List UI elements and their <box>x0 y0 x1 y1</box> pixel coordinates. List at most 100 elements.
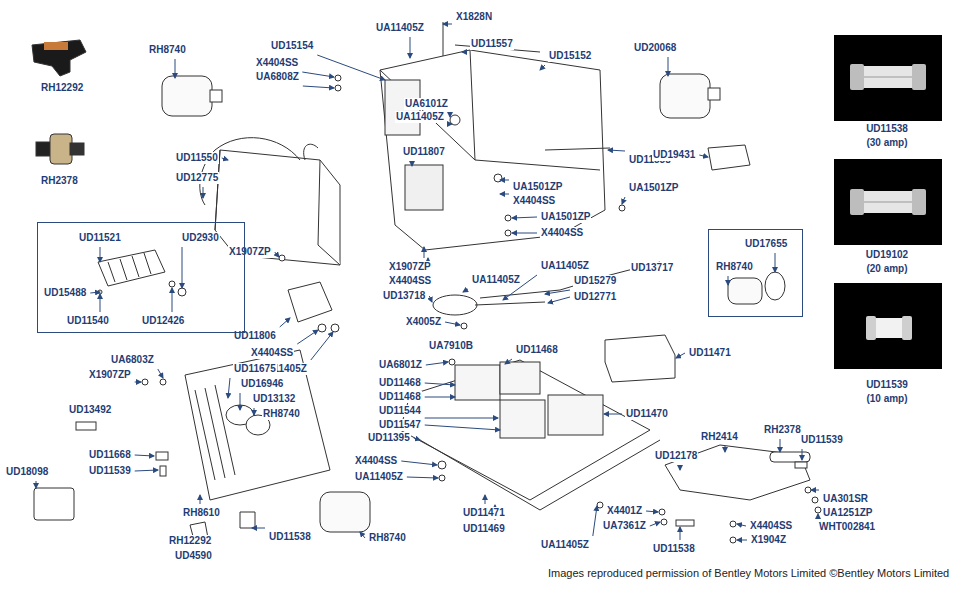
leader-line <box>412 161 413 166</box>
leader-line <box>222 158 228 160</box>
part-number: RH2378 <box>763 424 802 436</box>
leader-line <box>429 296 432 302</box>
leader-line <box>425 397 455 398</box>
part-number: UD19431 <box>652 149 696 161</box>
part-number: UD11538 <box>652 543 696 555</box>
part-number: RH8740 <box>715 261 754 273</box>
part-number: X4404SS <box>512 195 556 207</box>
leader-line <box>608 150 625 151</box>
leader-line <box>90 292 100 293</box>
leader-line <box>548 297 570 303</box>
part-number: UA1251ZP <box>822 507 873 519</box>
parts-group-box: UD11521UD2930UD15488UD11540UD12426 <box>37 222 245 333</box>
part-number: UA7361Z <box>602 520 647 532</box>
leader-line <box>135 382 141 383</box>
leader-line <box>622 197 625 204</box>
leader-line <box>505 359 512 364</box>
leader-line <box>311 332 333 360</box>
leader-line <box>158 369 163 378</box>
part-number: X1828N <box>455 11 493 23</box>
part-number: UD11538 <box>865 123 909 135</box>
part-number: (20 amp) <box>865 263 908 275</box>
part-number: UD11471 <box>688 347 732 359</box>
leader-line <box>280 318 290 327</box>
part-number: UA1501ZP <box>512 181 563 193</box>
leader-line <box>540 65 545 70</box>
leader-line <box>200 495 201 504</box>
part-number: X4404SS <box>250 347 294 359</box>
part-number: UD12775 <box>175 172 219 184</box>
part-number: UA6808Z <box>255 71 300 83</box>
parts-group-box: UD17655RH8740 <box>708 229 803 317</box>
part-number: X1907ZP <box>388 261 432 273</box>
part-number: UD12178 <box>654 450 698 462</box>
part-number: RH8610 <box>182 507 221 519</box>
leader-line <box>680 527 681 540</box>
leader-line <box>100 294 101 312</box>
leader-line <box>737 524 746 526</box>
part-number: UD11395 <box>367 432 411 444</box>
leader-line <box>500 180 509 181</box>
part-number: UD11668 <box>88 449 132 461</box>
leader-line <box>172 288 173 312</box>
part-number: UD17655 <box>744 238 788 250</box>
part-number: X4404SS <box>749 520 793 532</box>
part-number: X4401Z <box>606 505 643 517</box>
part-number: UD11470 <box>625 408 669 420</box>
part-number: UD11539 <box>865 379 909 391</box>
part-number: UD13132 <box>252 393 296 405</box>
leader-line <box>512 233 537 234</box>
part-number: X4005Z <box>405 316 442 328</box>
part-number: UD11521 <box>78 232 122 244</box>
leader-line <box>725 446 726 452</box>
part-number: UD19102 <box>865 249 909 261</box>
leader-line <box>303 86 334 88</box>
part-number: UD15488 <box>43 287 87 299</box>
part-number: UD11540 <box>66 315 110 327</box>
leader-line <box>414 438 420 440</box>
part-number: UA1501ZP <box>628 182 679 194</box>
leader-line <box>424 247 425 258</box>
leader-line <box>485 495 486 504</box>
leader-line <box>360 532 365 538</box>
part-number: UD11544 <box>378 405 422 417</box>
part-number: X1907ZP <box>228 246 272 258</box>
part-number: RH8740 <box>262 408 301 420</box>
leader-line <box>737 540 747 541</box>
leader-line <box>545 290 570 294</box>
part-number: UD11806 <box>233 330 277 342</box>
leader-line <box>445 322 460 325</box>
part-number: UD20068 <box>633 42 677 54</box>
part-number: UA6101Z <box>404 98 449 110</box>
leader-line <box>410 37 411 58</box>
leader-line <box>462 52 467 53</box>
part-number: UD11538 <box>268 531 312 543</box>
part-number: UD15154 <box>270 40 314 52</box>
leader-line <box>401 461 437 465</box>
leader-line <box>425 418 498 419</box>
part-number: UA301SR <box>822 493 869 505</box>
part-number: (10 amp) <box>865 393 908 405</box>
leader-line <box>699 155 708 157</box>
leader-line <box>425 425 500 430</box>
leader-line <box>500 194 509 195</box>
part-number: UD13718 <box>382 290 426 302</box>
leader-line <box>604 414 622 415</box>
part-number: X1907ZP <box>88 369 132 381</box>
leader-line <box>203 187 204 198</box>
leader-line <box>135 470 158 471</box>
leader-line <box>425 383 455 385</box>
part-number: UA11405Z <box>471 274 521 286</box>
part-number: UD12426 <box>141 315 185 327</box>
part-number: X4404SS <box>354 455 398 467</box>
leader-line <box>676 353 685 358</box>
part-number: RH2414 <box>700 431 739 443</box>
part-number: UD18098 <box>5 466 49 478</box>
part-number: UD11468 <box>515 344 559 356</box>
leader-line <box>668 57 669 76</box>
leader-line <box>302 72 334 77</box>
part-number: UA11405Z <box>540 260 590 272</box>
part-number: UD13492 <box>68 404 112 416</box>
part-number: UD11471 <box>462 507 506 519</box>
leader-line <box>228 378 230 398</box>
